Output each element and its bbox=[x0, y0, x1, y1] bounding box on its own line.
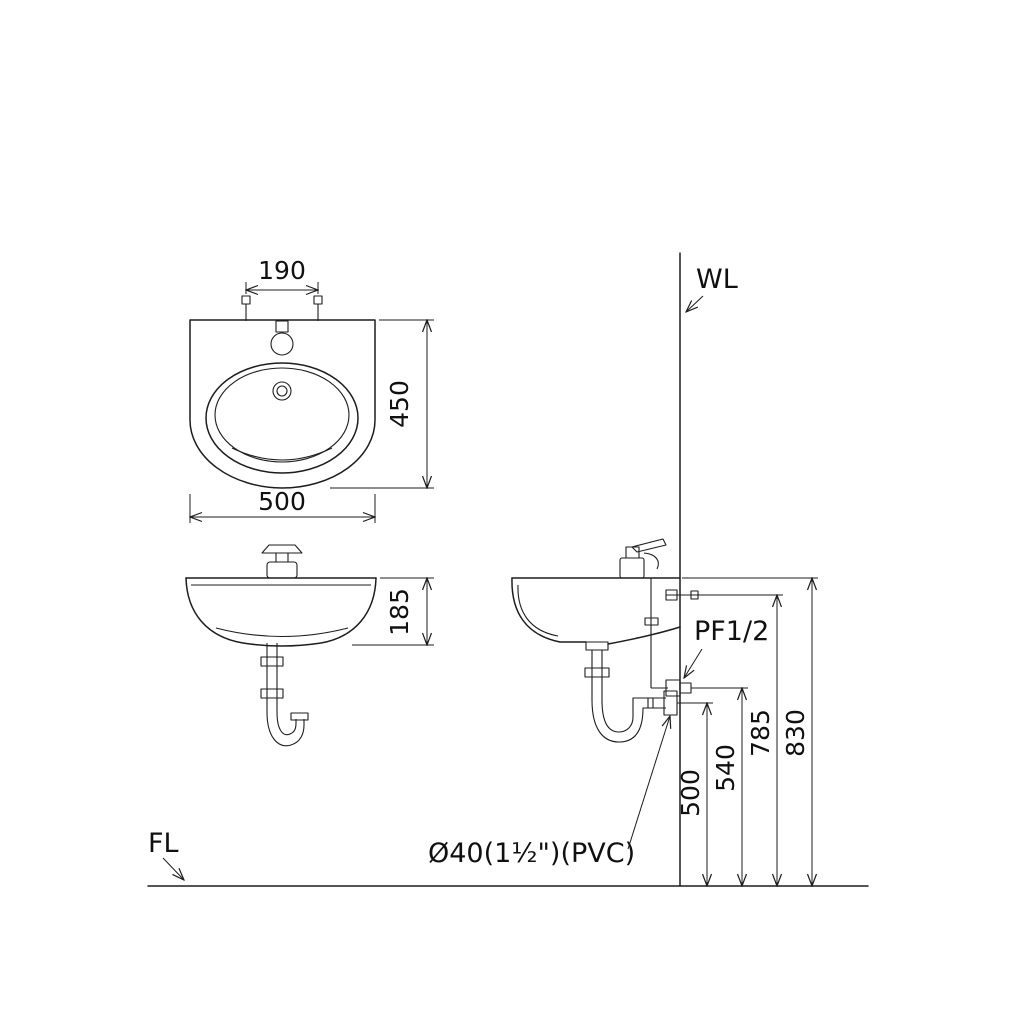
p-trap-side bbox=[584, 650, 678, 743]
dim-label-basin-height: 185 bbox=[385, 588, 414, 636]
wall-mount-bolt bbox=[665, 589, 699, 601]
wall-line-leader bbox=[686, 295, 704, 312]
dim-basin-height: 185 bbox=[352, 578, 434, 645]
slip-nut bbox=[260, 688, 284, 699]
faucet-lever bbox=[631, 538, 667, 553]
basin-plan-outline bbox=[189, 319, 376, 489]
basin-side-outline bbox=[511, 577, 587, 643]
stub-head bbox=[313, 295, 323, 305]
dim-label-valve-height: 540 bbox=[711, 744, 740, 792]
trap-bend-inner bbox=[601, 697, 666, 733]
trap-hook-outer bbox=[266, 711, 305, 747]
basin-front-outline bbox=[185, 577, 377, 647]
front-view: 185 bbox=[185, 544, 434, 747]
overflow-hole-outer bbox=[272, 381, 292, 401]
faucet-body bbox=[266, 561, 298, 579]
floor: FL bbox=[147, 828, 869, 887]
supply-line-side bbox=[644, 578, 692, 697]
faucet-front bbox=[261, 544, 303, 579]
dim-label-bolt-height: 785 bbox=[746, 709, 775, 757]
dim-label-depth: 450 bbox=[385, 380, 414, 428]
drain-pipe-label: Ø40(1½")(PVC) bbox=[428, 838, 635, 869]
faucet-body bbox=[619, 557, 645, 579]
dim-label-drain-height: 500 bbox=[676, 769, 705, 817]
faucet-mount-stem bbox=[275, 320, 289, 333]
dim-label-faucet-spacing: 190 bbox=[258, 256, 306, 285]
plan-view: 190 450 500 bbox=[190, 256, 434, 523]
faucet-mount-ring bbox=[270, 332, 294, 356]
bowl-outer-rim bbox=[205, 362, 359, 474]
drain-flange bbox=[585, 641, 609, 651]
bolt-head bbox=[665, 589, 678, 601]
stub-head bbox=[241, 295, 251, 305]
floor-line-label: FL bbox=[148, 828, 179, 859]
floor-line-leader bbox=[162, 857, 184, 880]
slip-nut bbox=[584, 667, 610, 678]
dim-label-rim-height: 830 bbox=[781, 709, 810, 757]
right-faucet-stub bbox=[313, 295, 323, 321]
dim-bolt-height: 785 bbox=[746, 595, 777, 886]
basin-side-underside bbox=[607, 626, 681, 645]
drain-trap-front bbox=[260, 643, 309, 747]
left-faucet-stub bbox=[241, 295, 251, 321]
wall-line-label: WL bbox=[696, 264, 738, 295]
side-view: WL bbox=[428, 252, 818, 886]
dim-valve-height: 540 bbox=[711, 688, 742, 886]
supply-angle-valve bbox=[665, 679, 681, 697]
supply-fitting-label: PF1/2 bbox=[694, 616, 769, 647]
faucet-stem bbox=[275, 552, 289, 563]
dim-rim-height: 830 bbox=[781, 578, 812, 886]
overflow-hole-inner bbox=[276, 385, 288, 397]
supply-wall-stub bbox=[679, 682, 692, 694]
basin-front-inner-curve bbox=[215, 627, 349, 638]
basin-side-inner bbox=[517, 584, 559, 637]
trap-hook-inner bbox=[276, 711, 297, 736]
faucet-side bbox=[619, 538, 667, 579]
bowl-inner-rim bbox=[214, 367, 350, 463]
trap-bend-outer bbox=[591, 699, 666, 743]
faucet-spout bbox=[643, 552, 659, 570]
trap-end-fitting bbox=[290, 712, 309, 721]
slip-nut bbox=[260, 656, 284, 667]
faucet-handle bbox=[261, 544, 303, 554]
dim-label-width: 500 bbox=[258, 487, 306, 516]
dim-depth: 450 bbox=[330, 320, 434, 488]
dim-drain-height: 500 bbox=[676, 703, 707, 886]
dim-faucet-spacing: 190 bbox=[246, 256, 318, 294]
drain-pipe-leader bbox=[627, 716, 670, 850]
supply-fitting-leader bbox=[684, 648, 703, 678]
bowl-bottom-arc bbox=[231, 447, 333, 461]
supply-nut bbox=[644, 617, 659, 626]
dim-width: 500 bbox=[190, 487, 375, 523]
